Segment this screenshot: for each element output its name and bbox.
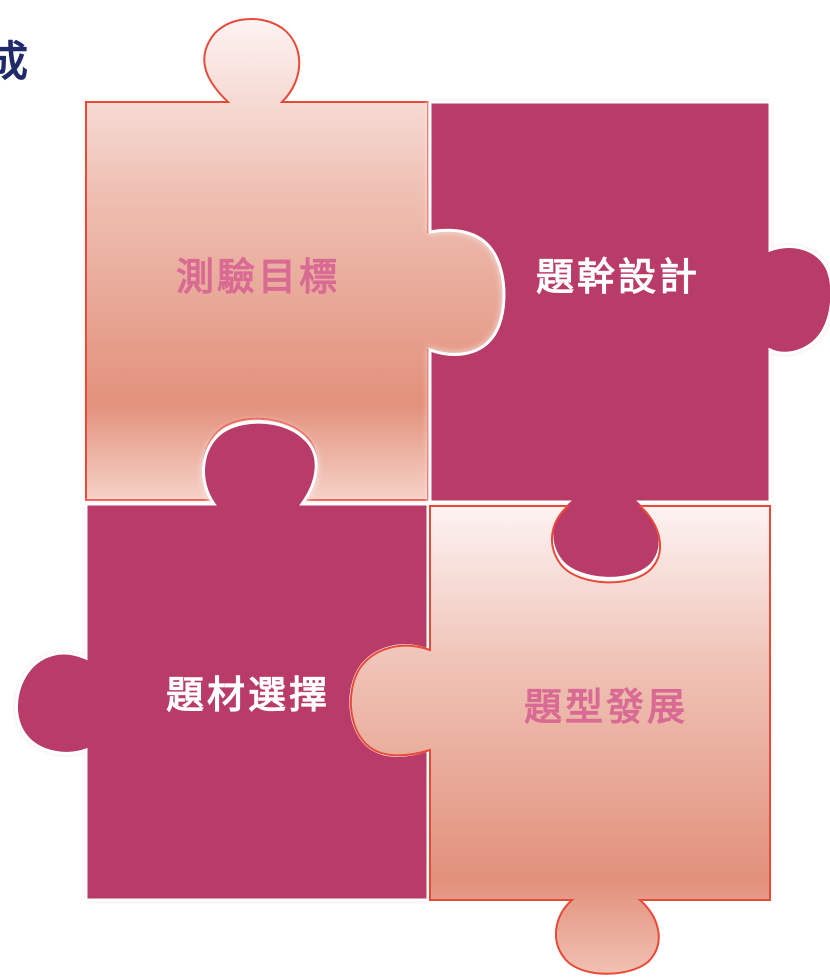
corner-title-fragment: 成 bbox=[0, 37, 29, 86]
label-stem-design: 題幹設計 bbox=[536, 255, 700, 299]
puzzle-piece-top-right: 題幹設計 bbox=[428, 100, 830, 580]
label-test-objective: 測驗目標 bbox=[176, 255, 340, 299]
puzzle-piece-bottom-right: 題型發展 bbox=[349, 505, 771, 975]
label-material-selection: 題材選擇 bbox=[166, 673, 330, 717]
label-item-type-development: 題型發展 bbox=[524, 685, 688, 729]
